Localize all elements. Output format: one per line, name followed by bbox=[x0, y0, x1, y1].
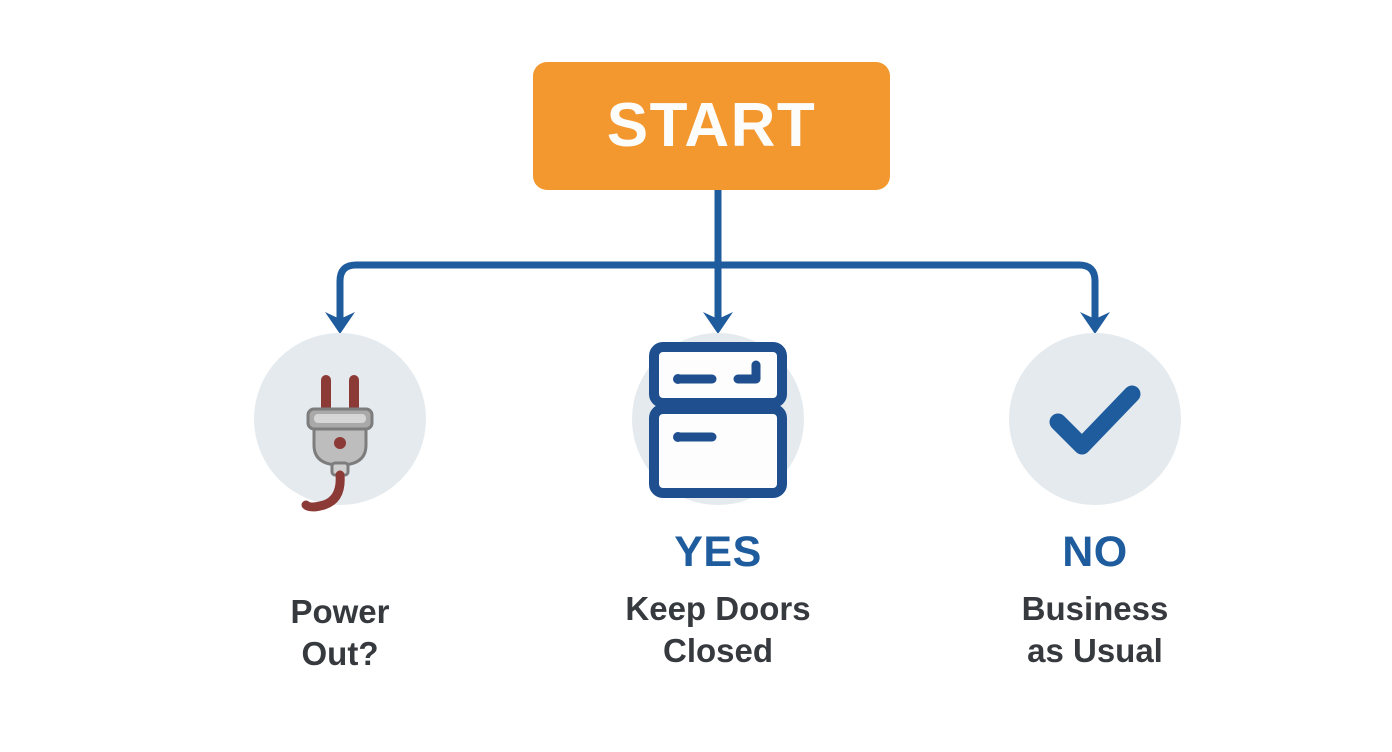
business-as-usual-caption: Business as Usual bbox=[1022, 588, 1169, 672]
left-arrowhead bbox=[325, 312, 355, 334]
power-out-icon-circle bbox=[254, 333, 426, 512]
power-out-caption-line2: Out? bbox=[301, 635, 379, 673]
branch-power-out[interactable]: Power Out? bbox=[210, 333, 470, 675]
right-arrowhead bbox=[1080, 312, 1110, 334]
business-as-usual-caption-line1: Business bbox=[1021, 590, 1169, 627]
power-plug-icon bbox=[301, 375, 374, 512]
start-node[interactable]: START bbox=[533, 62, 890, 190]
center-arrowhead bbox=[703, 312, 733, 334]
keep-doors-closed-caption-line1: Keep Doors bbox=[625, 590, 811, 627]
refrigerator-icon bbox=[649, 342, 787, 498]
keep-doors-closed-caption-line2: Closed bbox=[662, 632, 774, 670]
checkmark-icon bbox=[1049, 385, 1141, 455]
power-out-caption-line1: Power bbox=[290, 593, 390, 630]
start-node-label: START bbox=[606, 91, 817, 160]
keep-doors-closed-answer: YES bbox=[674, 528, 762, 576]
branch-keep-doors-closed[interactable]: YES Keep Doors Closed bbox=[588, 333, 848, 672]
power-out-caption: Power Out? bbox=[290, 591, 389, 675]
business-as-usual-caption-line2: as Usual bbox=[1027, 632, 1163, 670]
business-as-usual-icon-circle bbox=[1009, 333, 1181, 505]
branch-business-as-usual[interactable]: NO Business as Usual bbox=[965, 333, 1225, 672]
business-as-usual-answer: NO bbox=[1062, 528, 1128, 576]
junction-bar bbox=[336, 261, 1099, 300]
keep-doors-closed-caption: Keep Doors Closed bbox=[625, 588, 810, 672]
keep-doors-closed-icon-circle bbox=[632, 333, 804, 505]
